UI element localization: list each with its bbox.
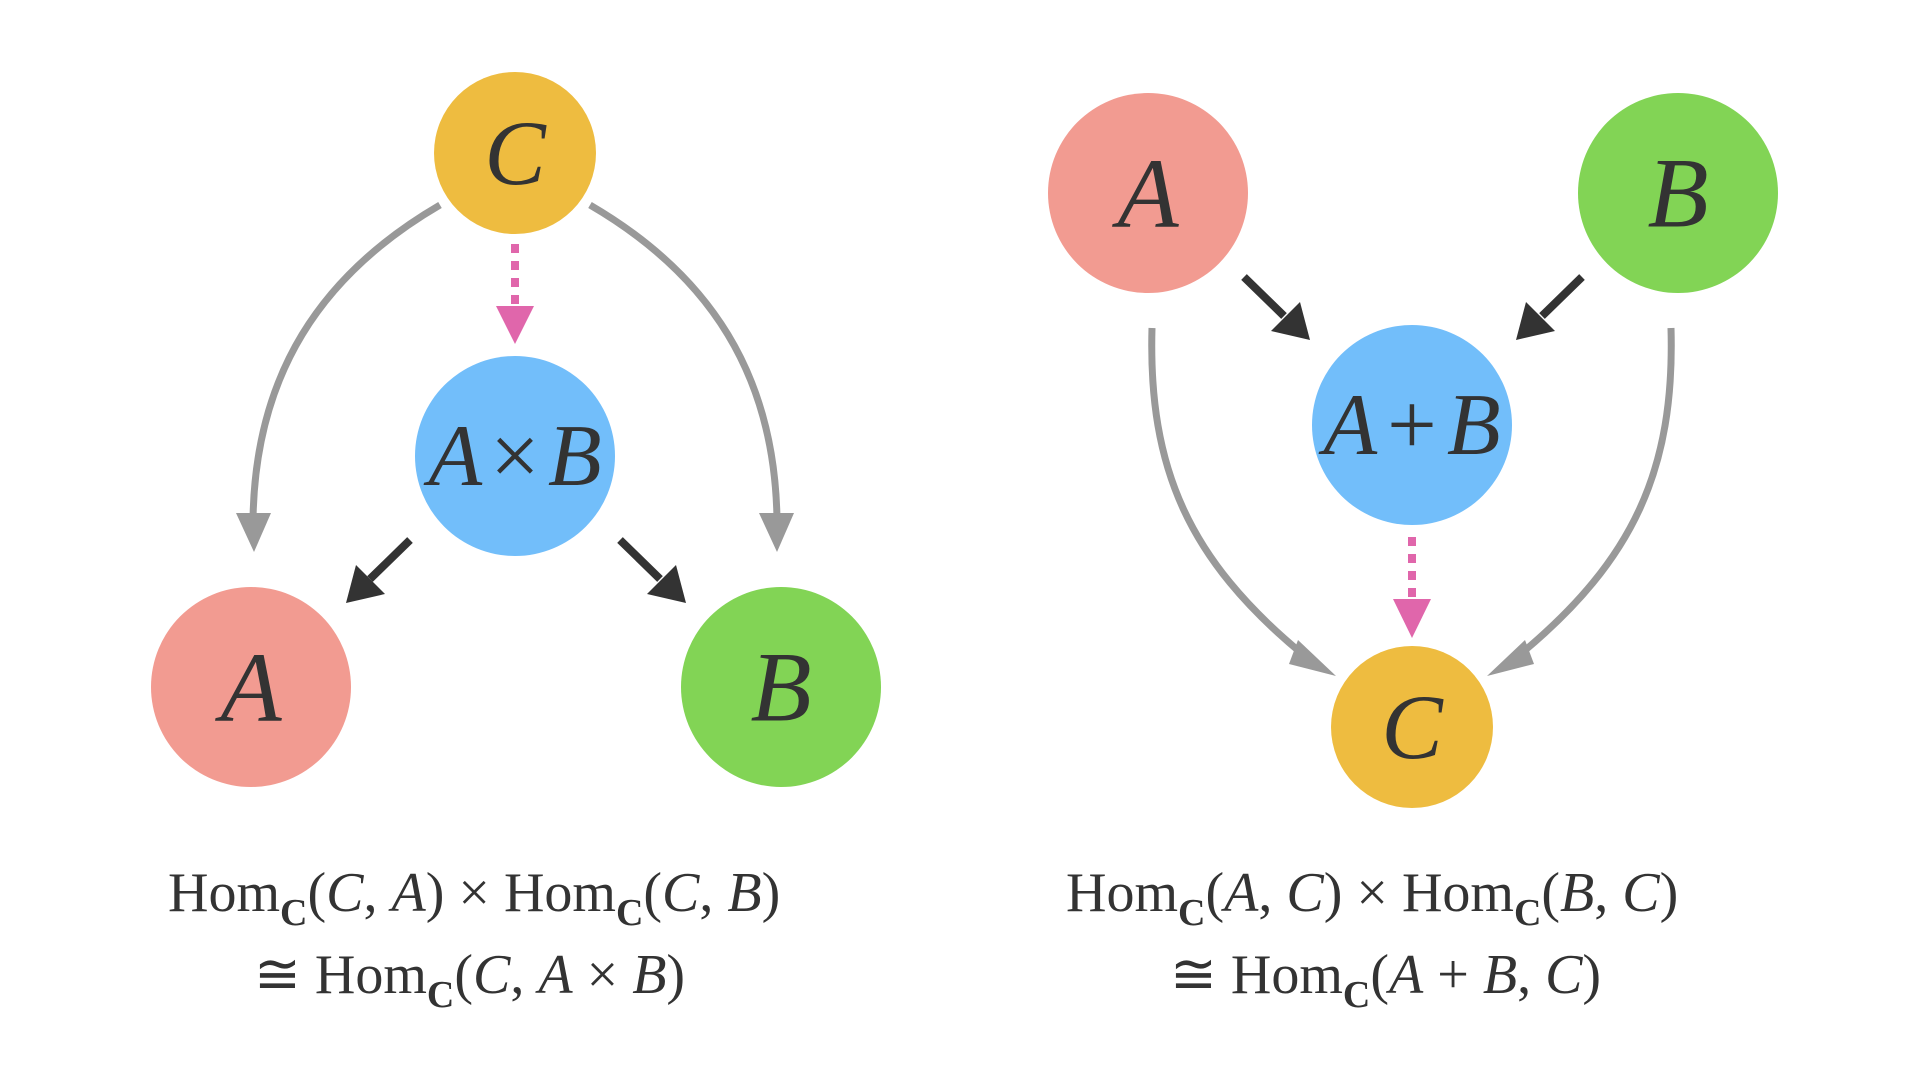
product-combined-op: × (490, 408, 540, 505)
coproduct-formula-line2: ≅ HomC(A + B, C) (1170, 942, 1602, 1014)
product-node-combined (415, 356, 615, 556)
paren-open: ( (1541, 862, 1561, 924)
arg-variable: C (662, 862, 700, 924)
coproduct-combined-right: B (1447, 377, 1501, 474)
coproduct-arrow-a-to-c (1148, 327, 1303, 655)
arg-separator: , (363, 862, 392, 924)
coproduct-arrow-a-to-sum (1241, 274, 1287, 319)
arg-separator: , (1517, 944, 1546, 1006)
product-node-c-label: C (484, 102, 547, 204)
arg-variable: B (1560, 862, 1595, 924)
category-subscript: C (280, 892, 308, 934)
coproduct-combined-op: + (1387, 377, 1437, 474)
paren-close: ) (761, 862, 781, 924)
plus-operator: + (1423, 944, 1483, 1006)
product-diagram: C A×B A B (151, 72, 881, 787)
coproduct-node-c-label: C (1381, 676, 1444, 778)
product-arrow-c-to-a (249, 201, 442, 521)
coproduct-diagram: A B A+B C (1048, 93, 1778, 808)
product-combined-right: B (548, 408, 602, 505)
paren-close: ) (1659, 862, 1679, 924)
category-subscript: C (1342, 974, 1371, 1016)
coproduct-arrowhead-sum-to-c (1393, 599, 1431, 638)
paren-open: ( (643, 862, 663, 924)
iso-symbol: ≅ (1170, 944, 1231, 1006)
arg-separator: , (699, 862, 728, 924)
product-node-combined-label: A×B (423, 408, 601, 505)
paren-close: ) (1323, 862, 1343, 924)
product-arrowhead-c-to-b (759, 513, 794, 552)
product-arrowhead-c-to-product (496, 306, 534, 344)
arg-variable: C (326, 862, 364, 924)
product-node-a-label: A (214, 632, 282, 743)
product-formula-line1: HomC(C, A) × HomC(C, B) (168, 860, 781, 932)
coproduct-node-b (1578, 93, 1778, 293)
coproduct-arrowhead-a-to-sum (1271, 302, 1310, 340)
arg-separator: , (1594, 862, 1623, 924)
product-arrow-product-to-b (617, 537, 663, 582)
arg-separator: , (1258, 862, 1287, 924)
coproduct-node-b-label: B (1647, 138, 1708, 249)
product-combined-left: A (423, 408, 483, 505)
product-arrow-product-to-a (367, 537, 413, 582)
category-subscript: C (615, 892, 644, 934)
coproduct-arrowhead-b-to-sum (1516, 302, 1555, 340)
paren-open: ( (307, 862, 327, 924)
arg-variable: B (727, 862, 762, 924)
arg-separator: , (510, 944, 539, 1006)
paren-open: ( (454, 944, 474, 1006)
arg-variable: A (391, 862, 426, 924)
arg-variable: B (632, 944, 667, 1006)
coproduct-arrowhead-a-to-c (1289, 640, 1336, 676)
coproduct-arrowhead-b-to-c (1487, 640, 1534, 676)
coproduct-formula-line1: HomC(A, C) × HomC(B, C) (1066, 860, 1679, 932)
arg-variable: B (1482, 944, 1518, 1006)
arg-variable: A (1224, 862, 1259, 924)
coproduct-combined-left: A (1318, 377, 1378, 474)
hom-label: Hom (503, 862, 616, 924)
coproduct-node-a (1048, 93, 1248, 293)
coproduct-node-c (1331, 646, 1493, 808)
arg-variable: C (1545, 944, 1583, 1006)
product-arrowhead-product-to-a (346, 565, 385, 603)
times-operator: × (572, 944, 633, 1006)
paren-open: ( (1205, 862, 1225, 924)
coproduct-arrow-b-to-sum (1539, 274, 1585, 319)
category-subscript: C (1178, 892, 1206, 934)
arg-variable: A (1389, 944, 1424, 1006)
product-node-a (151, 587, 351, 787)
paren-close: ) (1582, 944, 1602, 1006)
arg-variable: A (538, 944, 573, 1006)
times-operator: × (444, 862, 504, 924)
paren-close: ) (425, 862, 445, 924)
arg-variable: C (1622, 862, 1660, 924)
hom-label: Hom (1401, 862, 1514, 924)
category-subscript: C (1513, 892, 1542, 934)
product-arrowhead-c-to-a (236, 513, 271, 552)
product-node-b-label: B (750, 632, 811, 743)
coproduct-node-a-label: A (1111, 138, 1179, 249)
product-arrow-c-to-b (588, 201, 781, 521)
hom-label: Hom (314, 944, 427, 1006)
product-arrowhead-product-to-b (647, 565, 686, 603)
times-operator: × (1342, 862, 1402, 924)
product-node-c (434, 72, 596, 234)
arg-variable: C (473, 944, 511, 1006)
paren-open: ( (1370, 944, 1390, 1006)
coproduct-node-combined-label: A+B (1318, 377, 1500, 474)
coproduct-arrow-b-to-c (1520, 327, 1675, 655)
arg-variable: C (1286, 862, 1324, 924)
hom-label: Hom (1230, 944, 1343, 1006)
paren-close: ) (666, 944, 686, 1006)
coproduct-node-combined (1312, 325, 1512, 525)
hom-label: Hom (1066, 862, 1178, 924)
iso-symbol: ≅ (254, 944, 315, 1006)
product-formula-line2: ≅ HomC(C, A × B) (254, 942, 686, 1014)
product-node-b (681, 587, 881, 787)
category-subscript: C (426, 974, 455, 1016)
hom-label: Hom (168, 862, 280, 924)
